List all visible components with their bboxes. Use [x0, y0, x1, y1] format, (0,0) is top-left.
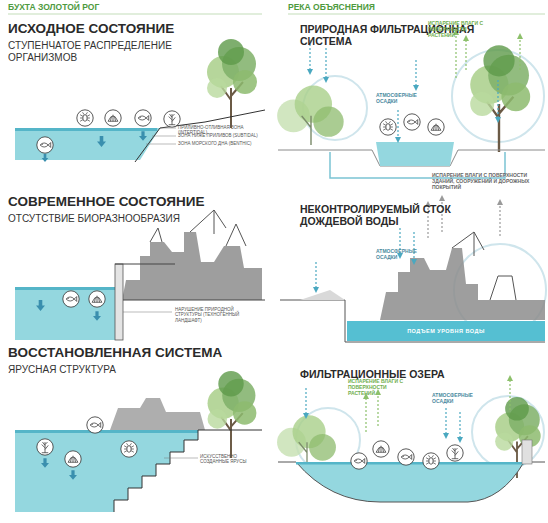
panel-title: СОВРЕМЕННОЕ СОСТОЯНИЕ [8, 195, 263, 210]
panel-subtitle: СТУПЕНЧАТОЕ РАСПРЕДЕЛЕНИЕ ОРГАНИЗМОВ [8, 40, 188, 63]
note-label: НАРУШЕНИЕ ПРИРОДНОЙ СТРУКТУРЫ (ТЕХНОГЕНН… [175, 307, 253, 323]
node-text: ПОДЪЕМ УРОВНЯ ВОДЫ [407, 328, 485, 334]
panel-subtitle: ОТСУТСТВИЕ БИОРАЗНООБРАЗИЯ [8, 213, 218, 225]
zone-label: ЗОНА НИЖЕ ПРИЛИВОВ (SUBTIDAL) [178, 133, 260, 138]
column-heading: РЕКА ОБЪЯСНЕНИЯ [288, 3, 508, 12]
flow-label: АТМОСФЕРНЫЕ ОСАДКИ [432, 392, 476, 404]
flow-label: АТМОСФЕРНЫЕ ОСАДКИ [376, 248, 420, 260]
panel-title: НЕКОНТРОЛИРУЕМЫЙ СТОК ДОЖДЕВОЙ ВОДЫ [300, 203, 475, 227]
water-band: ПОДЪЕМ УРОВНЯ ВОДЫ [347, 321, 545, 341]
panel-title: ВОССТАНОВЛЕННАЯ СИСТЕМА [8, 346, 263, 361]
flow-label: ИСПАРЕНИЕ ВЛАГИ С ПОВЕРХНОСТИ РАСТЕНИЙ [348, 378, 412, 396]
zone-label: ЗОНА МОРСКОГО ДНА (BENTHIC) [178, 141, 260, 146]
flow-label: ИСПАРЕНИЕ ВЛАГИ С ПОВЕРХНОСТИ ЗДАНИЙ, СО… [432, 172, 536, 190]
panel-subtitle: ЯРУСНАЯ СТРУКТУРА [8, 364, 218, 376]
flow-label: ИСПАРЕНИЕ ВЛАГИ С ПОВЕРХНОСТИ РАСТЕНИЙ [428, 20, 492, 38]
column-heading: БУХТА ЗОЛОТОЙ РОГ [8, 3, 228, 12]
panel-title: ФИЛЬТРАЦИОННЫЕ ОЗЕРА [300, 368, 510, 380]
flow-label: АТМОСФЕРНЫЕ ОСАДКИ [376, 92, 420, 104]
panel-title: ИСХОДНОЕ СОСТОЯНИЕ [8, 22, 258, 37]
note-label: ИСКУССТВЕННО СОЗДАННЫЕ ЯРУСЫ [200, 454, 260, 465]
